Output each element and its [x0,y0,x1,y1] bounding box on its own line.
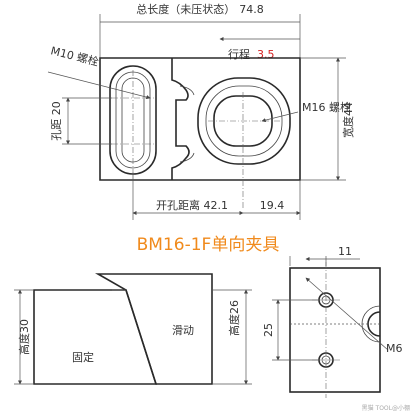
m10-bolt-label: M10 螺栓 [49,43,100,68]
open-hole-distance-label: 开孔距离 42.1 [156,198,228,212]
m16-leader-line [261,111,299,123]
right-offset-label: 19.4 [260,199,285,212]
hole-distance-label: 孔距 20 [50,101,63,141]
side-view: 高度30 固定 滑动 高度26 [14,273,252,385]
m16-boss-inner [205,85,283,157]
end-view: 11 25 M6 [262,245,403,398]
sliding-label: 滑动 [172,324,194,337]
width-label: 宽度44 [341,102,355,138]
m6-label: M6 [386,342,403,355]
notch-detail-top [179,85,195,96]
stroke-value: 3.5 [257,48,275,61]
fixed-jaw [33,289,158,385]
dim25-label: 25 [262,323,275,337]
fixed-label: 固定 [72,350,94,364]
total-length-label: 总长度（未压状态）74.8 [136,2,264,16]
m16-boss-outer [197,77,291,165]
m10-leader-line [47,71,151,100]
m6-leader-line [305,277,389,351]
end-view-outline [289,267,381,393]
top-view: 总长度（未压状态）74.8 行程 3.5 M10 螺栓 孔距 20 [47,2,355,220]
sliding-jaw [94,273,213,385]
stroke-label: 行程 [228,48,250,61]
product-title: BM16-1F单向夹具 [137,235,280,255]
dim11-label: 11 [338,245,352,258]
watermark: 黑猫 TOOL@小棚 [362,404,410,412]
height30-label: 高度30 [17,319,31,355]
height26-label: 高度26 [227,300,241,336]
notch-detail-bottom [179,152,195,163]
clamp-split-line [171,58,190,180]
